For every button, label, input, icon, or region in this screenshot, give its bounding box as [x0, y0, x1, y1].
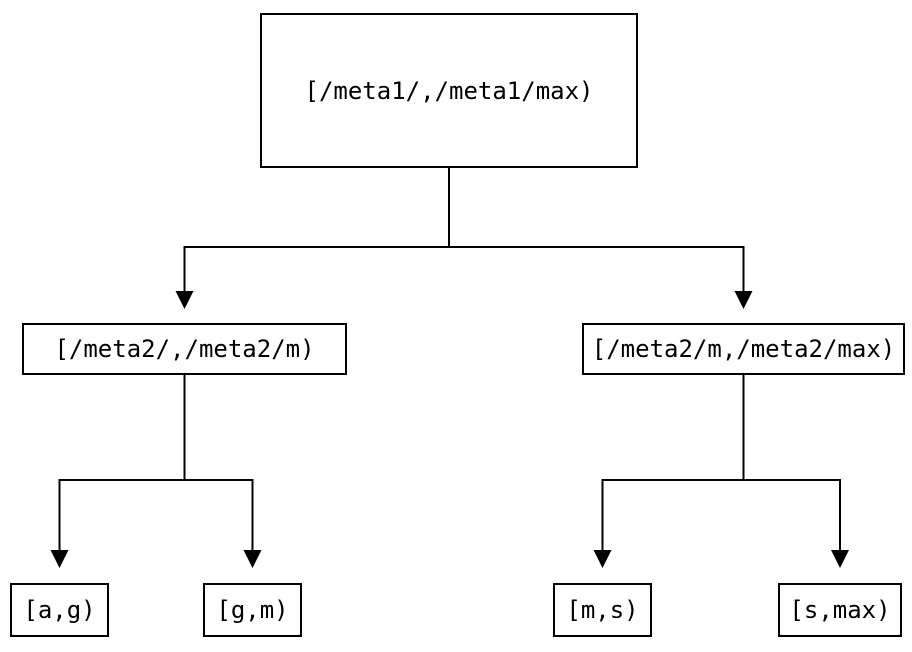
node-mid-right: [/meta2/m,/meta2/max) [582, 323, 905, 375]
arrowhead-mid-right-icon [734, 291, 753, 309]
node-leaf-ms: [m,s) [553, 583, 652, 637]
arrowhead-leaf-ag-icon [50, 550, 69, 568]
node-mid-left: [/meta2/,/meta2/m) [22, 323, 347, 375]
node-leaf-smax: [s,max) [778, 583, 902, 637]
arrowhead-mid-left-icon [175, 291, 194, 309]
node-leaf-smax-label: [s,max) [789, 596, 891, 624]
arrowhead-leaf-ms-icon [593, 550, 612, 568]
node-leaf-ag: [a,g) [10, 583, 109, 637]
node-leaf-ag-label: [a,g) [23, 596, 96, 624]
node-leaf-gm-label: [g,m) [216, 596, 289, 624]
arrowhead-leaf-smax-icon [831, 550, 849, 568]
node-mid-right-label: [/meta2/m,/meta2/max) [591, 335, 896, 363]
node-root: [/meta1/,/meta1/max) [260, 13, 638, 168]
arrowhead-leaf-gm-icon [243, 550, 262, 568]
node-mid-left-label: [/meta2/,/meta2/m) [54, 335, 315, 363]
node-root-label: [/meta1/,/meta1/max) [304, 76, 594, 105]
node-leaf-gm: [g,m) [203, 583, 302, 637]
node-leaf-ms-label: [m,s) [566, 596, 639, 624]
